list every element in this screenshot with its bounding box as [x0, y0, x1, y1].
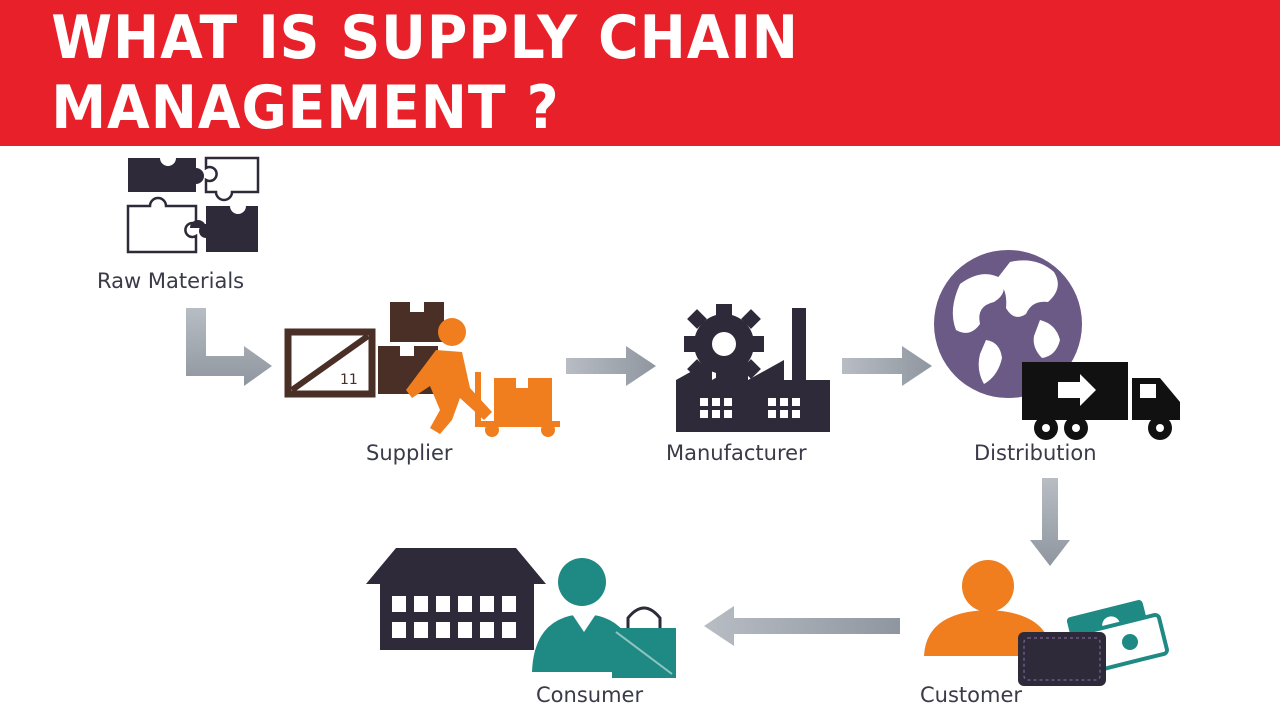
arrow-raw-to-supplier [186, 308, 272, 386]
supply-chain-diagram: Raw Materials 11 Supplier [97, 156, 1180, 707]
globe-icon [934, 250, 1082, 398]
label-supplier: Supplier [366, 441, 453, 465]
truck-icon [1022, 362, 1180, 440]
wallet-icon [1018, 632, 1106, 686]
arrow-manufacturer-to-distribution [842, 346, 932, 386]
worker-icon [406, 318, 560, 437]
svg-text:11: 11 [340, 372, 358, 388]
page-title: WHAT IS SUPPLY CHAIN MANAGEMENT ? [51, 3, 799, 143]
arrow-supplier-to-manufacturer [566, 346, 656, 386]
label-distribution: Distribution [974, 441, 1097, 465]
arrow-customer-to-consumer [704, 606, 900, 646]
store-icon [366, 548, 546, 650]
puzzle-icon [126, 156, 260, 254]
label-consumer: Consumer [536, 683, 643, 707]
factory-icon [676, 304, 830, 432]
title-banner: WHAT IS SUPPLY CHAIN MANAGEMENT ? [0, 0, 1280, 146]
label-customer: Customer [920, 683, 1022, 707]
label-raw-materials: Raw Materials [97, 269, 244, 293]
arrow-distribution-to-customer [1030, 478, 1070, 566]
shopping-bag-icon [612, 606, 676, 678]
consumer-icon [532, 558, 636, 672]
label-manufacturer: Manufacturer [666, 441, 807, 465]
